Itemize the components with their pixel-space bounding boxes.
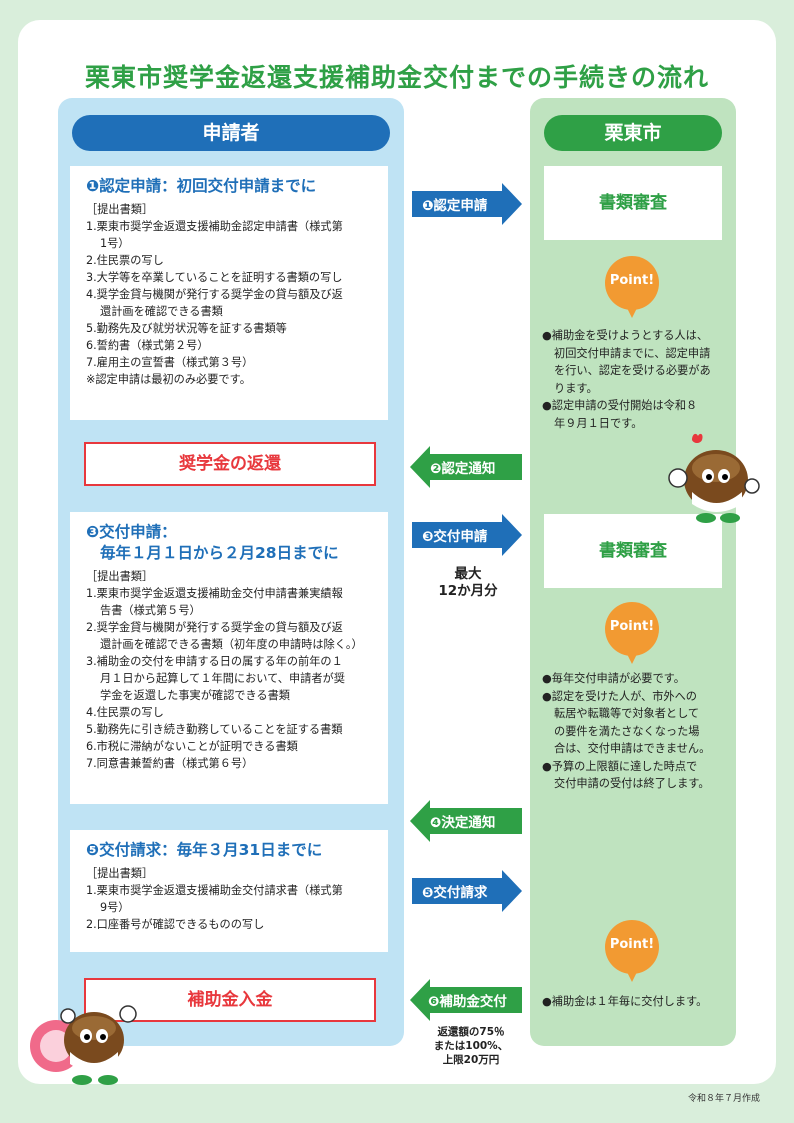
note-line: または100%、	[433, 1040, 509, 1052]
arrow-certification-application: ❶認定申請	[412, 183, 522, 225]
point-notes-2: ●毎年交付申請が必要です。 ●認定を受けた人が、市外への 転居や転職等で対象者と…	[542, 670, 734, 793]
doc-line: 2.口座番号が確認できるものの写し	[86, 918, 265, 931]
doc-line: 5.勤務先及び就労状況等を証する書類等	[86, 322, 287, 335]
creation-date: 令和８年７月作成	[687, 1094, 760, 1104]
arrow-label: ❹決定通知	[430, 815, 496, 831]
note-line: 年９月１日です。	[554, 416, 643, 430]
document-review-box-2: 書類審査	[544, 514, 722, 588]
note-line: ●認定を受けた人が、市外への	[542, 689, 697, 703]
speech-bubble-icon	[605, 920, 659, 982]
doc-line: 7.同意書兼誓約書（様式第６号）	[86, 757, 254, 770]
applicant-header: 申請者	[72, 115, 390, 151]
doc-line: 6.誓約書（様式第２号）	[86, 339, 209, 352]
doc-line: 4.奨学金貸与機関が発行する奨学金の貸与額及び返	[86, 288, 343, 301]
point-bubble-2: Point!	[604, 602, 660, 664]
grant-application-period: 毎年１月１日から２月28日までに	[100, 544, 339, 562]
note-line: ●補助金を受けようとする人は、	[542, 329, 709, 342]
note-line: ●毎年交付申請が必要です。	[542, 672, 685, 685]
note-line: 最大	[454, 566, 482, 582]
note-line: 上限20万円	[442, 1054, 500, 1066]
doc-line: 2.奨学金貸与機関が発行する奨学金の貸与額及び返	[86, 621, 343, 634]
doc-line: 4.住民票の写し	[86, 706, 164, 719]
scholarship-repayment-box: 奨学金の返還	[84, 442, 376, 486]
speech-bubble-icon	[605, 602, 659, 664]
point-notes-3: ●補助金は１年毎に交付します。	[542, 993, 734, 1011]
right-arrow-icon	[412, 183, 522, 225]
document-review-box-1: 書類審査	[544, 166, 722, 240]
chestnut-mascot-icon	[30, 1005, 137, 1085]
max-months-note: 最大 12か月分	[418, 566, 518, 600]
point-label: Point!	[609, 937, 655, 952]
certification-application-box: ❶認定申請：初回交付申請までに ［提出書類］ 1.栗東市奨学金返還支援補助金認定…	[70, 166, 388, 420]
doc-line: 告書（様式第５号）	[100, 604, 201, 617]
note-line: ●予算の上限額に達した時点で	[542, 759, 698, 773]
doc-line: 還計画を確認できる書類（初年度の申請時は除く。）	[100, 638, 363, 651]
arrow-label: ❺交付請求	[422, 885, 488, 901]
arrow-label: ❻補助金交付	[428, 994, 507, 1010]
certification-heading: ❶認定申請：初回交付申請までに	[86, 177, 317, 195]
mascot-illustration-left	[28, 994, 138, 1090]
note-line: 転居や転職等で対象者として	[554, 707, 700, 720]
note-line: ります。	[554, 381, 598, 395]
doc-line: 1.栗東市奨学金返還支援補助金認定申請書（様式第	[86, 220, 343, 233]
arrow-label: ❶認定申請	[422, 198, 488, 214]
note-line: ●認定申請の受付開始は令和８	[542, 399, 698, 412]
doc-line: 2.住民票の写し	[86, 254, 164, 267]
point-label: Point!	[609, 273, 655, 288]
note-line: 合は、交付申請はできません。	[554, 742, 711, 755]
note-line: 交付申請の受付は終了します。	[554, 777, 710, 790]
doc-line: 還計画を確認できる書類	[100, 305, 223, 318]
arrow-subsidy-payment: ❻補助金交付	[410, 979, 522, 1021]
doc-line: ※認定申請は最初のみ必要です。	[86, 373, 251, 386]
note-line: ●補助金は１年毎に交付します。	[542, 995, 708, 1008]
left-arrow-icon	[410, 979, 522, 1021]
page-title: 栗東市奨学金返還支援補助金交付までの手続きの流れ	[84, 63, 709, 92]
doc-line: 9号）	[100, 901, 130, 914]
point-bubble-1: Point!	[604, 256, 660, 318]
doc-line: ［提出書類］	[86, 867, 154, 880]
point-notes-1: ●補助金を受けようとする人は、 初回交付申請までに、認定申請 を行い、認定を受け…	[542, 327, 734, 432]
note-line: 返還額の75％	[437, 1026, 505, 1038]
doc-line: 月１日から起算して１年間において、申請者が奨	[100, 672, 345, 685]
arrow-label: ❷認定通知	[430, 461, 496, 477]
doc-line: 7.雇用主の宣誓書（様式第３号）	[86, 356, 254, 369]
point-bubble-3: Point!	[604, 920, 660, 982]
doc-line: 6.市税に滞納がないことが証明できる書類	[86, 740, 298, 753]
doc-line: 1号）	[100, 237, 130, 250]
arrow-grant-application: ❸交付申請	[412, 514, 522, 556]
grant-application-heading: ❸交付申請：	[86, 523, 177, 541]
doc-line: 1.栗東市奨学金返還支援補助金交付申請書兼実績報	[86, 587, 343, 600]
doc-line: ［提出書類］	[86, 570, 154, 583]
doc-line: 1.栗東市奨学金返還支援補助金交付請求書（様式第	[86, 884, 343, 897]
left-arrow-icon	[410, 800, 522, 842]
doc-line: 5.勤務先に引き続き勤務していることを証する書類	[86, 723, 343, 736]
doc-line: 学金を返還した事実が確認できる書類	[100, 689, 290, 702]
chestnut-mascot-icon	[668, 433, 760, 523]
payment-rate-note: 返還額の75％ または100%、 上限20万円	[418, 1025, 524, 1067]
mascot-illustration-right	[656, 430, 760, 526]
speech-bubble-icon	[605, 256, 659, 318]
doc-line: ［提出書類］	[86, 203, 154, 216]
point-label: Point!	[609, 619, 655, 634]
arrow-certification-notice: ❷認定通知	[410, 446, 522, 488]
grant-application-box: ❸交付申請： 毎年１月１日から２月28日までに ［提出書類］ 1.栗東市奨学金返…	[70, 512, 388, 804]
right-arrow-icon	[412, 870, 522, 912]
arrow-label: ❸交付申請	[422, 529, 488, 545]
arrow-decision-notice: ❹決定通知	[410, 800, 522, 842]
note-line: の要件を満たさなくなった場	[554, 724, 700, 738]
arrow-payment-request: ❺交付請求	[412, 870, 522, 912]
note-line: 12か月分	[438, 583, 498, 599]
payment-request-box: ❺交付請求：毎年３月31日までに ［提出書類］ 1.栗東市奨学金返還支援補助金交…	[70, 830, 388, 952]
right-arrow-icon	[412, 514, 522, 556]
payment-request-heading: ❺交付請求：毎年３月31日までに	[86, 841, 323, 859]
doc-line: 3.補助金の交付を申請する日の属する年の前年の１	[86, 655, 343, 668]
note-line: を行い、認定を受ける必要があ	[554, 364, 711, 377]
left-arrow-icon	[410, 446, 522, 488]
doc-line: 3.大学等を卒業していることを証明する書類の写し	[86, 271, 343, 284]
note-line: 初回交付申請までに、認定申請	[554, 346, 711, 360]
city-header: 栗東市	[544, 115, 722, 151]
